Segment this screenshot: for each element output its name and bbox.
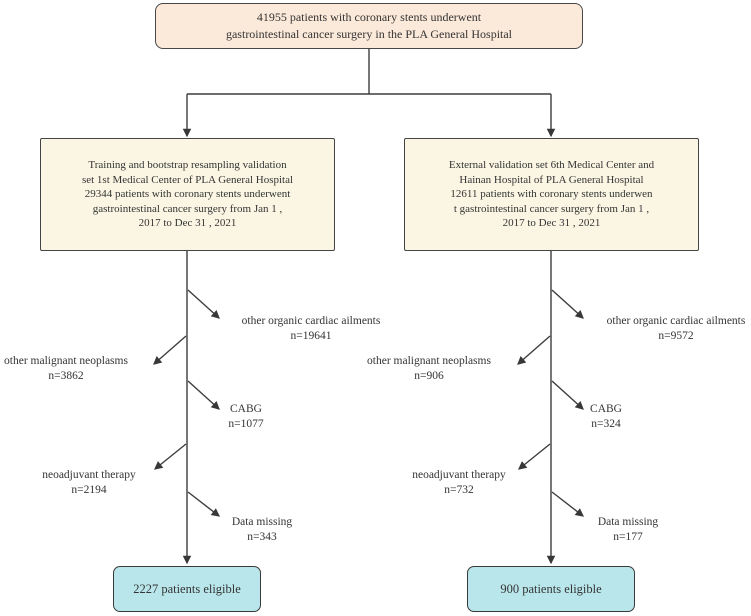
exclusion-count: n=324: [591, 417, 621, 430]
exclusion-count: n=732: [444, 483, 474, 496]
exclusion-left-organic-ailments: other organic cardiac ailments n=19641: [242, 314, 381, 344]
exclusion-label: Data missing: [231, 516, 293, 528]
exclusion-count: n=9572: [658, 329, 694, 342]
exclusion-label: CABG: [590, 403, 622, 415]
eligible-patients-box-external: 900 patients eligible: [467, 566, 635, 612]
branch-right-organic-ailments: [551, 289, 584, 319]
exclusion-right-data-missing: Data missing n=177: [598, 515, 658, 545]
branch-left-malignant-neoplasms: [153, 335, 187, 365]
external-validation-cohort-box: External validation set 6th Medical Cent…: [404, 138, 699, 251]
exclusion-right-organic-ailments: other organic cardiac ailments n=9572: [607, 314, 746, 344]
exclusion-left-neoadjuvant: neoadjuvant therapy n=2194: [42, 468, 136, 498]
exclusion-left-malignant-neoplasms: other malignant neoplasms n=3862: [4, 354, 128, 384]
exclusion-label: other organic cardiac ailments: [606, 315, 746, 327]
branch-left-neoadjuvant: [154, 443, 187, 470]
branch-right-cabg: [551, 380, 584, 410]
exclusion-right-neoadjuvant: neoadjuvant therapy n=732: [412, 468, 506, 498]
branch-right-data-missing: [551, 491, 585, 517]
exclusion-label: neoadjuvant therapy: [412, 469, 506, 481]
exclusion-count: n=343: [247, 530, 277, 543]
exclusion-right-cabg: CABG n=324: [590, 402, 622, 432]
exclusion-right-malignant-neoplasms: other malignant neoplasms n=906: [367, 354, 491, 384]
exclusion-label: other malignant neoplasms: [4, 355, 128, 367]
exclusion-count: n=906: [414, 369, 444, 382]
exclusion-label: Data missing: [597, 516, 659, 528]
branch-left-cabg: [187, 380, 220, 410]
exclusion-count: n=3862: [48, 369, 84, 382]
exclusion-label: other organic cardiac ailments: [241, 315, 381, 327]
branch-left-data-missing: [187, 491, 221, 517]
root-population-box: 41955 patients with coronary stents unde…: [155, 3, 583, 49]
exclusion-left-cabg: CABG n=1077: [228, 402, 263, 432]
branch-left-organic-ailments: [187, 289, 220, 319]
exclusion-count: n=177: [613, 530, 643, 543]
exclusion-count: n=19641: [290, 329, 332, 342]
exclusion-left-data-missing: Data missing n=343: [232, 515, 292, 545]
branch-right-malignant-neoplasms: [517, 335, 551, 365]
eligible-patients-box-training: 2227 patients eligible: [113, 566, 261, 612]
training-cohort-box: Training and bootstrap resampling valida…: [40, 138, 335, 251]
exclusion-count: n=2194: [71, 483, 107, 496]
exclusion-count: n=1077: [228, 417, 264, 430]
exclusion-label: neoadjuvant therapy: [42, 469, 136, 481]
exclusion-label: CABG: [230, 403, 262, 415]
branch-right-neoadjuvant: [518, 443, 551, 470]
exclusion-label: other malignant neoplasms: [367, 355, 491, 367]
